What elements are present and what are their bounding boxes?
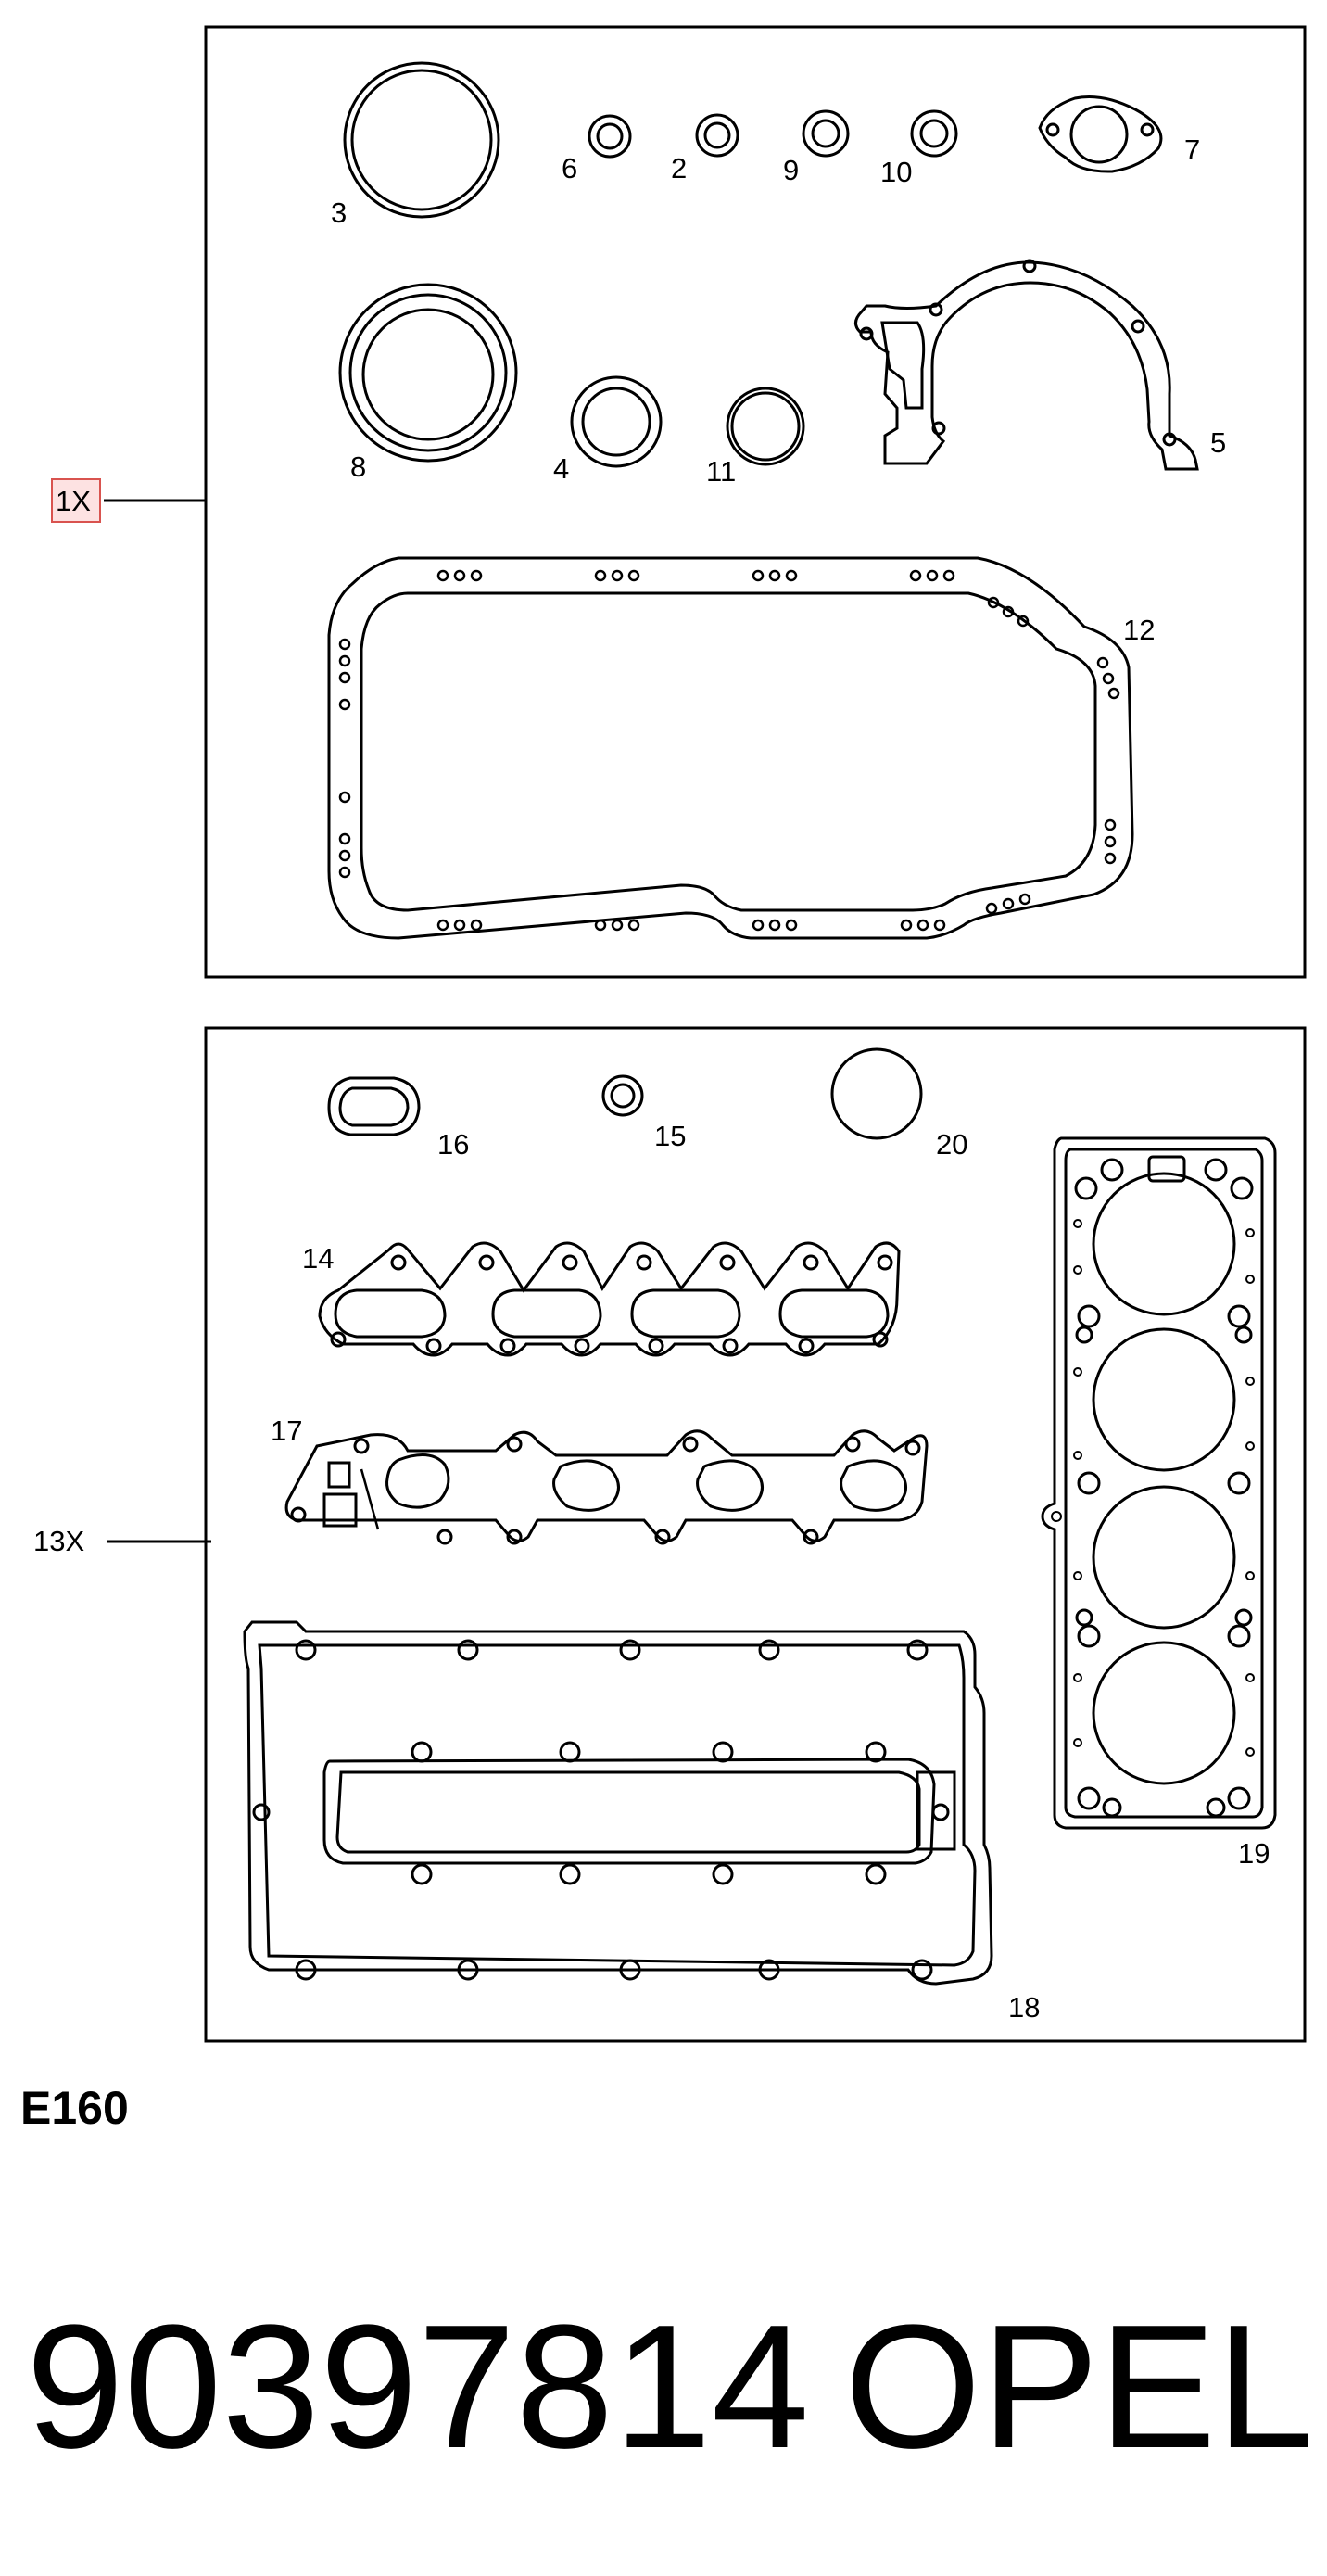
part-2-label: 2 <box>671 152 687 184</box>
part-12-oil-pan-gasket <box>327 556 1134 940</box>
part-7-flange-gasket <box>1038 95 1163 173</box>
group-1x-label: 1X <box>56 485 91 517</box>
part-15-label: 15 <box>654 1120 686 1152</box>
part-12-label: 12 <box>1123 614 1155 646</box>
lower-panel-frame <box>204 1026 1307 2043</box>
group-13x-label: 13X <box>33 1525 84 1557</box>
part-11-label: 11 <box>706 455 736 488</box>
part-17-intake-manifold-gasket <box>284 1429 929 1545</box>
part-15-ring <box>601 1074 644 1117</box>
part-16-label: 16 <box>437 1128 469 1161</box>
part-6-ring <box>588 114 632 159</box>
part-16-oval-gasket <box>327 1076 421 1136</box>
part-14-label: 14 <box>302 1242 334 1275</box>
part-20-ring <box>830 1047 923 1140</box>
upper-panel-frame <box>204 25 1307 979</box>
part-5-label: 5 <box>1210 426 1226 459</box>
part-19-label: 19 <box>1238 1837 1270 1870</box>
part-4-label: 4 <box>553 452 569 485</box>
part-4-seal <box>570 375 663 468</box>
brand-name: OPEL <box>844 2289 1314 2485</box>
part-20-label: 20 <box>936 1128 967 1161</box>
part-10-ring <box>910 109 958 158</box>
part-8-label: 8 <box>350 450 366 483</box>
part-8-shaft-seal <box>338 283 518 463</box>
part-3-seal-ring <box>343 61 500 219</box>
part-5-timing-cover-gasket <box>854 259 1199 471</box>
part-10-label: 10 <box>880 156 912 188</box>
part-18-valve-cover-gasket <box>243 1620 993 1986</box>
gasket-kit-diagram: 1X 3 6 2 9 10 7 8 4 11 <box>33 25 1307 2043</box>
part-3-label: 3 <box>331 197 347 229</box>
part-6-label: 6 <box>562 152 577 184</box>
kit-code: E160 <box>20 2082 129 2134</box>
part-18-label: 18 <box>1008 1991 1040 2024</box>
footer: 90397814 OPEL <box>26 2276 1314 2498</box>
part-11-o-ring <box>726 387 805 466</box>
part-17-label: 17 <box>271 1415 302 1447</box>
part-19-cylinder-head-gasket <box>1041 1136 1277 1830</box>
part-14-exhaust-manifold-gasket <box>318 1241 901 1357</box>
part-number: 90397814 <box>26 2289 810 2485</box>
part-9-ring <box>802 109 850 158</box>
part-2-ring <box>695 113 739 158</box>
part-9-label: 9 <box>783 154 799 186</box>
group-1x-highlight <box>51 478 101 523</box>
part-7-label: 7 <box>1184 133 1200 166</box>
